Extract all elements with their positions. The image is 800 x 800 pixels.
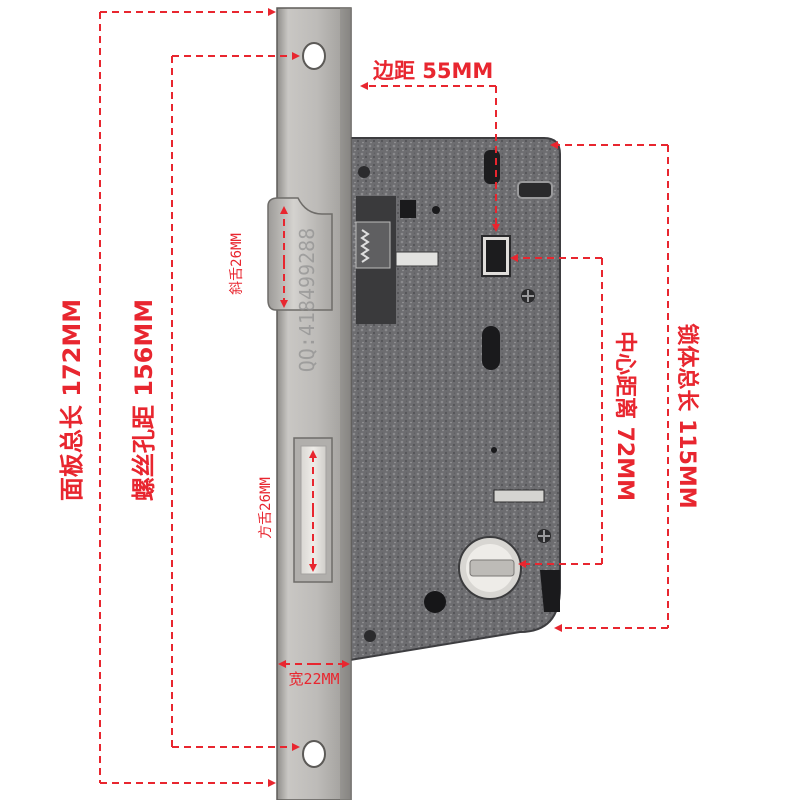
small-window (400, 200, 416, 218)
top-screw-hole (302, 42, 326, 70)
screw-head-4 (364, 630, 376, 642)
screw-head-1 (358, 166, 370, 178)
screw-hole-distance-label: 螺丝孔距 156MM (130, 299, 158, 501)
body-internal-features (355, 150, 560, 642)
dimension-lines (99, 8, 669, 787)
corner-notch (540, 570, 560, 612)
round-hole-left (424, 591, 446, 613)
faceplate (276, 7, 352, 800)
watermark: QQ:418499288 (295, 228, 319, 373)
latch-spring (360, 229, 370, 263)
tiny-hole (491, 447, 497, 453)
center-distance-label: 中心距离 72MM (612, 331, 638, 501)
body-length-label: 锁体总长 115MM (674, 323, 700, 508)
small-hole (432, 206, 440, 214)
spindle-inner (486, 240, 506, 272)
bottom-screw-hole (302, 740, 326, 768)
faceplate-length-label: 面板总长 172MM (58, 299, 86, 501)
lower-slot (493, 489, 545, 503)
top-slot (484, 150, 500, 184)
latch-bolt-label: 斜舌26MM (229, 233, 245, 295)
latch-spring-housing (355, 221, 391, 269)
backset-label: 边距 55MM (373, 59, 493, 83)
dead-bolt-label: 方舌26MM (258, 477, 274, 539)
bar-slot (395, 251, 439, 267)
oval-hole (482, 326, 500, 370)
width-label: 宽22MM (288, 670, 339, 688)
side-slot (517, 181, 553, 199)
cylinder-cam (469, 559, 515, 577)
